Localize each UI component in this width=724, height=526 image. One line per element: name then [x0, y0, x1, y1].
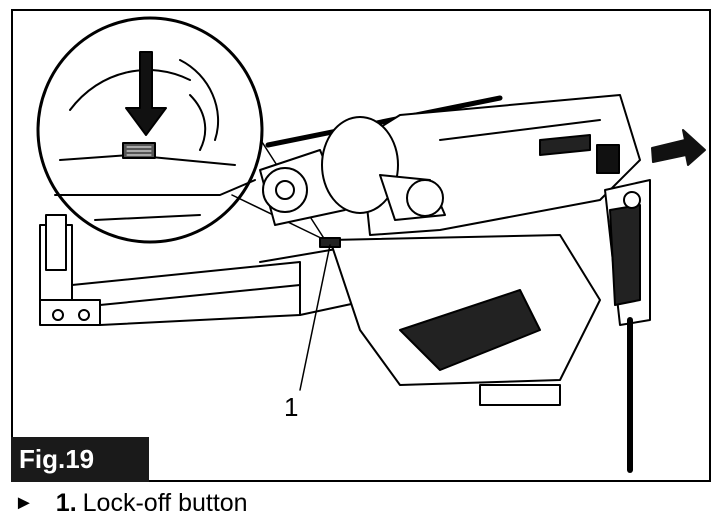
direction-arrow-icon [651, 129, 706, 166]
dust-box [329, 234, 601, 406]
dust-extractor-arm [39, 214, 371, 326]
press-arrow-icon [125, 51, 167, 136]
caption: ► 1. Lock-off button [14, 485, 248, 521]
bullet-arrow-icon: ► [14, 491, 34, 514]
caption-item-text: Lock-off button [82, 488, 248, 517]
figure-label: Fig.19 [11, 437, 149, 482]
rotary-hammer-body [259, 94, 651, 473]
callout-number: 1 [284, 392, 299, 422]
caption-item-number: 1. [55, 488, 77, 517]
